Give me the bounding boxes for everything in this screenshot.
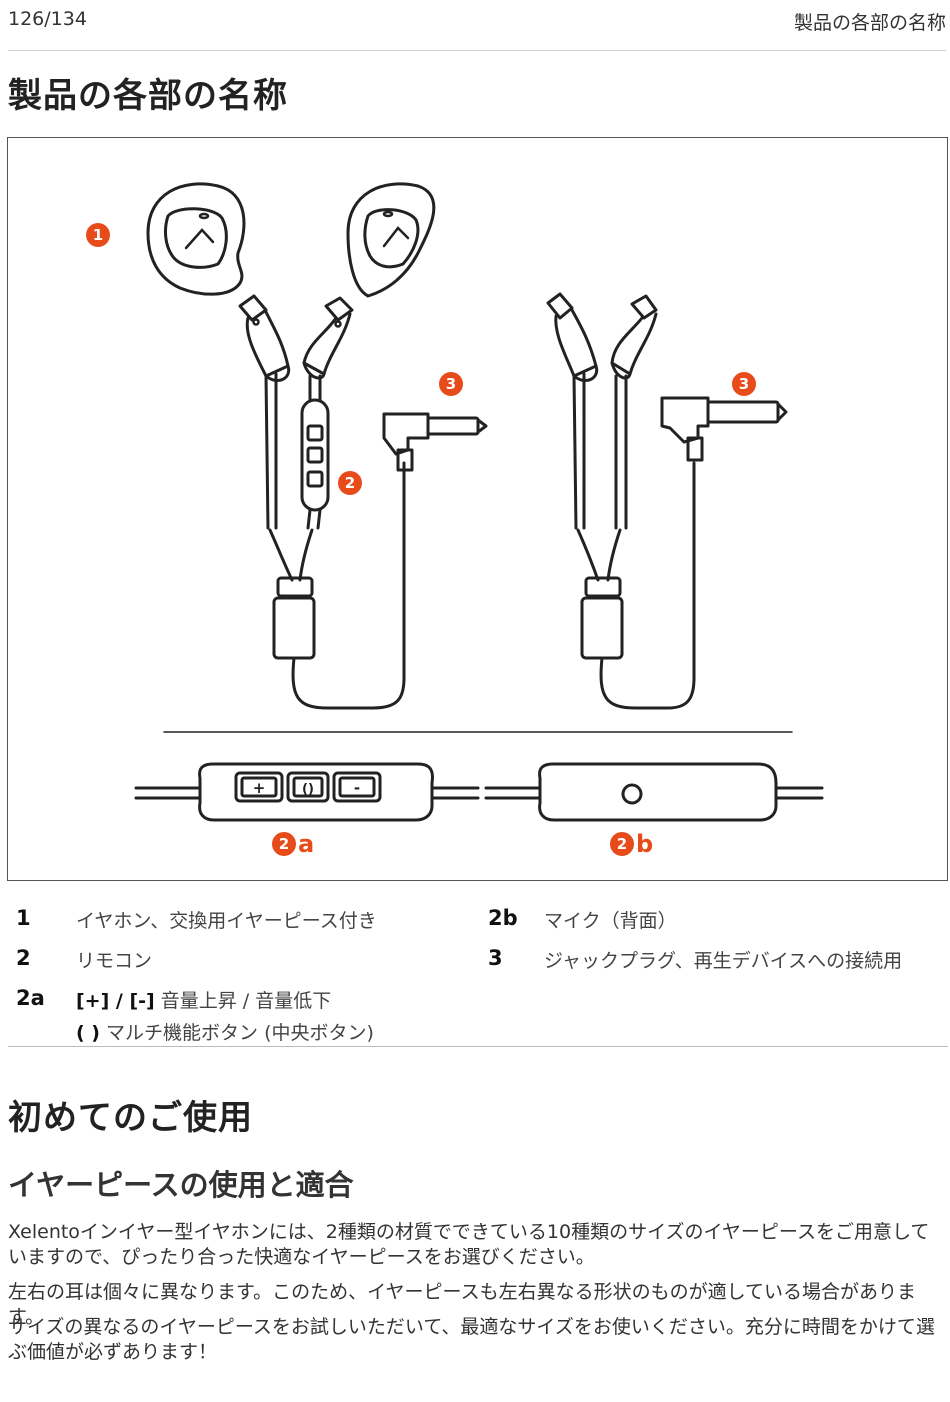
page-number: 126/134: [8, 8, 87, 30]
paragraph-2: 左右の耳は個々に異なります。このため、イヤーピースも左右異なる形状のものが適して…: [8, 1281, 917, 1328]
section-title: 初めてのご使用: [8, 1098, 253, 1138]
paragraph-1: Xelentoインイヤー型イヤホンには、2種類の材質でできている10種類のサイズ…: [8, 1221, 930, 1268]
parts-legend: 1 イヤホン、交換用イヤーピース付き 2 リモコン 2a [+] / [-] 音…: [8, 898, 948, 1047]
callout-2b: 2: [617, 835, 627, 853]
legend-number: 3: [488, 946, 503, 970]
legend-text-line2: ( ) マルチ機能ボタン (中央ボタン): [76, 1022, 374, 1044]
legend-text: リモコン: [76, 950, 153, 972]
callout-2: 2: [345, 474, 355, 492]
button-plus-label: +: [253, 779, 266, 797]
paragraph-3: サイズの異なるのイヤーピースをお試しいただいて、最適なサイズをお使いください。充…: [8, 1316, 935, 1363]
legend-number: 1: [16, 906, 31, 930]
button-minus-label: -: [354, 779, 360, 797]
legend-number: 2: [16, 946, 31, 970]
callout-2b-suffix: b: [636, 830, 653, 858]
left-earpiece-shape: [146, 182, 246, 296]
callout-1: 1: [93, 226, 103, 244]
legend-text: イヤホン、交換用イヤーピース付き: [76, 910, 377, 932]
product-diagram: + () - 1 2 3 3 2 2 a b: [7, 137, 948, 881]
callout-2a: 2: [279, 835, 289, 853]
running-section-title: 製品の各部の名称: [793, 12, 946, 34]
earphone-illustration: + () - 1 2 3 3 2 2 a b: [86, 182, 824, 858]
legend-text-line1: [+] / [-] 音量上昇 / 音量低下: [76, 990, 332, 1012]
legend-text: ジャックプラグ、再生デバイスへの接続用: [544, 950, 903, 972]
page-title: 製品の各部の名称: [8, 76, 288, 116]
callout-2a-suffix: a: [298, 830, 314, 858]
button-multi-label: (): [302, 782, 314, 797]
legend-number: 2b: [488, 906, 518, 930]
right-earpiece-shape: [346, 182, 436, 298]
page-header: 126/134 製品の各部の名称: [8, 6, 946, 51]
callout-3-right: 3: [739, 375, 749, 393]
subsection-title: イヤーピースの使用と適合: [8, 1168, 354, 1202]
legend-number: 2a: [16, 986, 45, 1010]
callout-3-left: 3: [446, 375, 456, 393]
legend-text: マイク（背面）: [544, 910, 677, 932]
